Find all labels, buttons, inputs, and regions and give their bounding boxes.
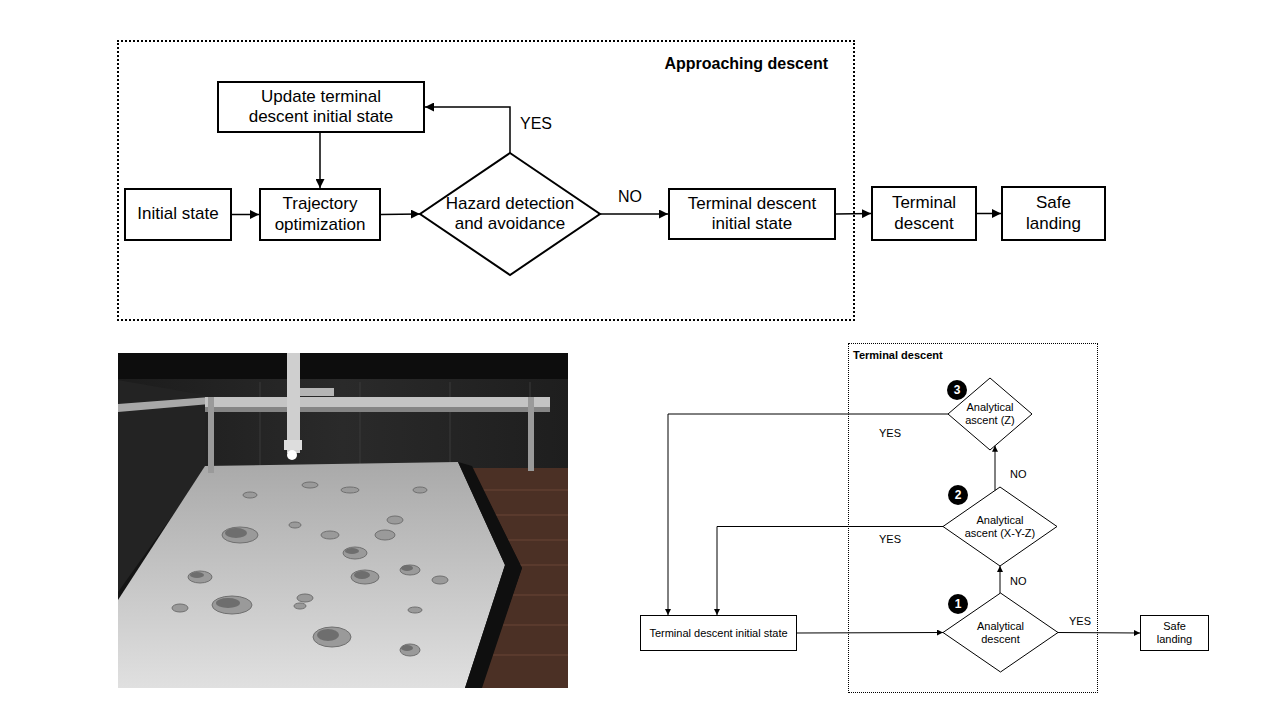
group-region: Update terminal descent initial stateIni… — [117, 40, 855, 321]
process-box: Terminal descent initial state — [668, 188, 836, 240]
flow-arrow — [977, 213, 1001, 215]
callout-number: 3 — [947, 380, 967, 400]
text-holder: Safe landing — [1141, 616, 1208, 650]
node-text: Safe landing — [1150, 620, 1200, 646]
node-text: Analytical ascent (Z) — [960, 401, 1020, 427]
node-text: Analytical ascent (X-Y-Z) — [960, 514, 1040, 540]
node-text: Terminal descent initial state — [649, 627, 787, 640]
craters — [172, 482, 448, 656]
text-holder: Update terminal descent initial state — [219, 83, 423, 131]
testbed-frame — [458, 462, 522, 688]
process-box: Update terminal descent initial state — [217, 81, 425, 133]
node-text: Terminal descent initial state — [677, 194, 827, 234]
terminal-box: Safe landing — [1001, 186, 1106, 241]
group-heading: Approaching descent — [664, 55, 828, 73]
text-holder: Terminal descent initial state — [641, 616, 796, 650]
crater-shadows — [190, 528, 413, 651]
testbed-photo — [118, 353, 568, 688]
node-text: Initial state — [137, 204, 218, 224]
node-text: Terminal descent — [879, 193, 969, 233]
group-heading: Terminal descent — [853, 349, 943, 361]
callout-number: 2 — [948, 485, 968, 505]
flow-arrow — [381, 213, 420, 215]
node-text: Analytical descent — [966, 620, 1036, 646]
flow-arrow — [717, 527, 943, 616]
node-text: Update terminal descent initial state — [231, 87, 411, 127]
edge-label: YES — [520, 116, 552, 132]
diamond-shape — [420, 153, 600, 275]
process-box: Trajectory optimization — [259, 188, 381, 241]
flow-arrow — [836, 213, 871, 215]
node-text: Hazard detection and avoidance — [440, 194, 580, 234]
text-holder: Terminal descent — [873, 188, 975, 239]
text-holder: Terminal descent initial state — [670, 190, 834, 238]
edge-label: YES — [1069, 616, 1091, 627]
text-holder: Safe landing — [1003, 188, 1104, 239]
decision-diamond: Hazard detection and avoidance — [420, 153, 600, 275]
wall-panels — [260, 382, 530, 468]
edge-label: NO — [618, 189, 642, 205]
flow-arrow — [319, 133, 321, 188]
flow-arrow — [1000, 566, 1001, 593]
regolith-surface — [118, 462, 505, 688]
node-text: Safe landing — [1014, 193, 1094, 233]
edge-label: NO — [1010, 469, 1027, 480]
text-holder: Trajectory optimization — [261, 190, 379, 239]
process-box: Terminal descent initial state — [640, 615, 797, 651]
flow-arrow — [232, 214, 259, 216]
text-holder: Hazard detection and avoidance — [420, 153, 600, 275]
flow-arrow — [797, 632, 943, 634]
callout-number: 1 — [948, 594, 968, 614]
photo-background — [118, 353, 568, 688]
diamond-shape — [948, 378, 1032, 450]
group-region: Analytical ascent (Z) Analytical ascent (… — [848, 343, 1098, 693]
ceiling — [118, 353, 568, 379]
diamond-shape — [943, 593, 1058, 672]
process-box: Initial state — [124, 188, 232, 241]
flow-arrow — [1058, 632, 1140, 634]
process-box: Terminal descent — [871, 186, 977, 241]
flow-arrow — [668, 414, 948, 615]
flow-arrow — [600, 213, 668, 215]
flow-arrow — [995, 446, 996, 491]
edge-label: YES — [879, 534, 901, 545]
edge-label: NO — [1010, 576, 1027, 587]
node-text: Trajectory optimization — [264, 194, 376, 234]
gantry-crane — [118, 353, 550, 473]
edge-label: YES — [879, 428, 901, 439]
flow-arrow — [425, 107, 510, 153]
terminal-box: Safe landing — [1140, 615, 1209, 651]
text-holder: Initial state — [126, 190, 230, 239]
